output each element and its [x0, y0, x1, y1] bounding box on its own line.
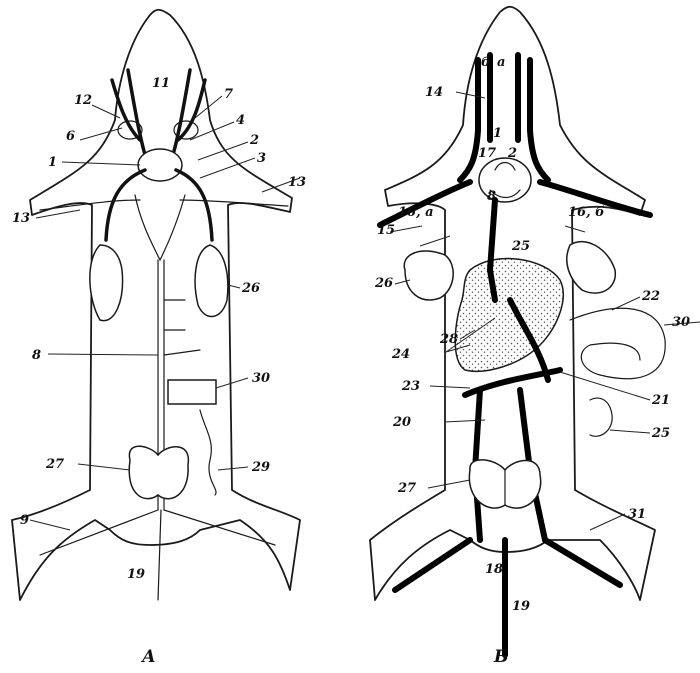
label-a-29: 29	[251, 460, 270, 475]
aorta-branches-a	[164, 300, 200, 355]
renal-portal-b	[395, 540, 620, 655]
lung-right-b	[567, 242, 616, 293]
label-b-21: 21	[651, 393, 670, 408]
label-b-18: 18	[485, 562, 503, 577]
label-b-26: 26	[374, 276, 393, 291]
gut-coil-b	[590, 398, 612, 436]
label-b-b: б	[481, 55, 491, 70]
label-b-23: 23	[401, 379, 420, 394]
kidney-a	[129, 446, 188, 499]
label-b-2: 2	[507, 146, 517, 161]
body-outline-a	[12, 10, 300, 600]
label-a-27: 27	[45, 457, 64, 472]
liver-b	[455, 259, 563, 372]
iliac-a	[40, 510, 275, 600]
label-b-14: 14	[425, 85, 443, 100]
heart-a	[138, 149, 182, 181]
label-b-27: 27	[397, 481, 416, 496]
label-a-26: 26	[241, 281, 260, 296]
caption-b: Б	[493, 647, 509, 667]
label-a-19: 19	[127, 567, 145, 582]
carotid-left-a	[112, 70, 148, 165]
label-a-6: 6	[66, 129, 75, 144]
label-a-1: 1	[48, 155, 57, 170]
lung-left-a	[90, 245, 123, 321]
label-b-22: 22	[641, 289, 660, 304]
label-b-1: 1	[493, 126, 502, 141]
label-b-19: 19	[512, 599, 530, 614]
lung-left-b	[404, 251, 453, 300]
lung-right-a	[195, 245, 228, 316]
label-a-13-left: 13	[12, 211, 30, 226]
label-a-2: 2	[249, 133, 259, 148]
label-a-30: 30	[252, 371, 270, 386]
aortic-arch-left-a	[106, 170, 145, 240]
label-a-11: 11	[152, 76, 170, 91]
label-b-a: а	[497, 55, 505, 70]
label-b-24: 24	[391, 347, 410, 362]
panel-b: б а 14 1 17 2 8 15 16, а 16, б 25 26 22 …	[370, 7, 700, 667]
label-b-20: 20	[392, 415, 411, 430]
jugular-left-b	[460, 55, 490, 180]
abdominal-vein-b	[465, 370, 560, 395]
panel-a: 11 12 6 1 7 4 2 3 13 13 26 8 30 27 29 9 …	[12, 10, 306, 667]
label-a-8: 8	[32, 348, 41, 363]
label-b-16b: 16, б	[568, 205, 605, 220]
gut-loop-a	[200, 410, 216, 495]
label-b-8: 8	[487, 189, 496, 204]
label-b-25-top: 25	[511, 239, 530, 254]
intestine-b	[570, 308, 665, 378]
label-a-9: 9	[20, 513, 29, 528]
label-a-13-right: 13	[288, 175, 306, 190]
label-b-28: 28	[439, 332, 458, 347]
jugular-right-b	[518, 55, 548, 180]
label-b-17: 17	[478, 146, 496, 161]
caption-a: А	[140, 647, 156, 667]
label-a-4: 4	[236, 113, 245, 128]
carotid-right-a	[170, 70, 205, 165]
label-b-16a: 16, а	[398, 205, 434, 220]
label-a-12: 12	[74, 93, 92, 108]
aorta-root-a	[135, 195, 185, 260]
label-b-31: 31	[628, 507, 646, 522]
intestine-a	[168, 380, 216, 404]
label-a-3: 3	[257, 151, 266, 166]
aortic-arch-right-a	[176, 170, 212, 240]
label-a-7: 7	[224, 87, 233, 102]
label-b-15: 15	[377, 223, 395, 238]
label-b-25-bottom: 25	[651, 426, 670, 441]
subclavian-a	[40, 200, 288, 210]
label-b-30: 30	[672, 315, 690, 330]
